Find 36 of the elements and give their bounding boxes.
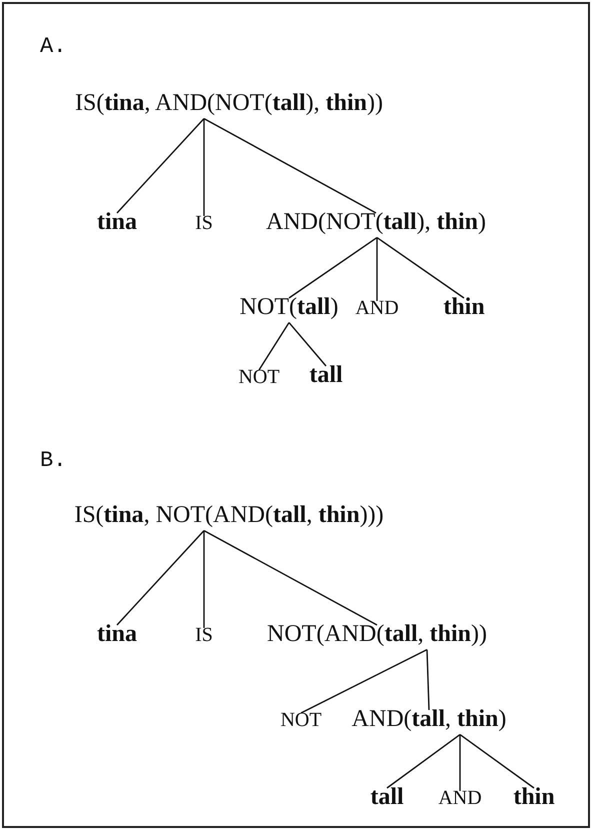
tree-node-text: tall <box>309 362 343 390</box>
tree-node-text: IS(tina, AND(NOT(tall), thin)) <box>75 90 383 118</box>
tree-branch <box>300 648 428 714</box>
tree-node-text: IS(tina, NOT(AND(tall, thin))) <box>74 502 384 530</box>
panel-label: A. <box>40 34 66 59</box>
tree-node-text: IS <box>195 624 213 647</box>
tree-node-text: tina <box>97 209 137 237</box>
tree-node-text: NOT(AND(tall, thin)) <box>267 621 487 649</box>
tree-branch <box>376 238 378 301</box>
tree-branch <box>204 530 378 626</box>
tree-branch <box>426 650 430 710</box>
tree-branch <box>288 237 378 299</box>
tree-node-text: NOT <box>280 709 322 732</box>
tree-node-text: NOT <box>238 366 280 389</box>
tree-node-text: IS <box>195 212 213 235</box>
tree-node-text: thin <box>443 294 485 322</box>
tree-branch <box>386 734 460 789</box>
tree-node-text: AND <box>355 297 399 320</box>
tree-branch <box>459 734 461 791</box>
tree-branch <box>376 237 464 299</box>
tree-branch <box>204 118 376 214</box>
tree-node-text: AND(tall, thin) <box>352 706 506 734</box>
tree-branch <box>460 734 534 789</box>
tree-node-text: AND <box>438 787 482 810</box>
tree-node-text: thin <box>513 784 555 812</box>
tree-branch <box>116 118 205 214</box>
tree-branch <box>288 322 327 366</box>
tree-branch <box>116 530 205 626</box>
tree-branch <box>203 530 205 628</box>
tree-node-text: AND(NOT(tall), thin) <box>266 209 486 237</box>
tree-branch <box>258 322 290 370</box>
tree-node-text: NOT(tall) <box>240 294 338 322</box>
panel-label: B. <box>40 448 66 473</box>
tree-branch <box>203 118 205 216</box>
tree-node-text: tall <box>370 784 404 812</box>
tree-node-text: tina <box>97 621 137 649</box>
